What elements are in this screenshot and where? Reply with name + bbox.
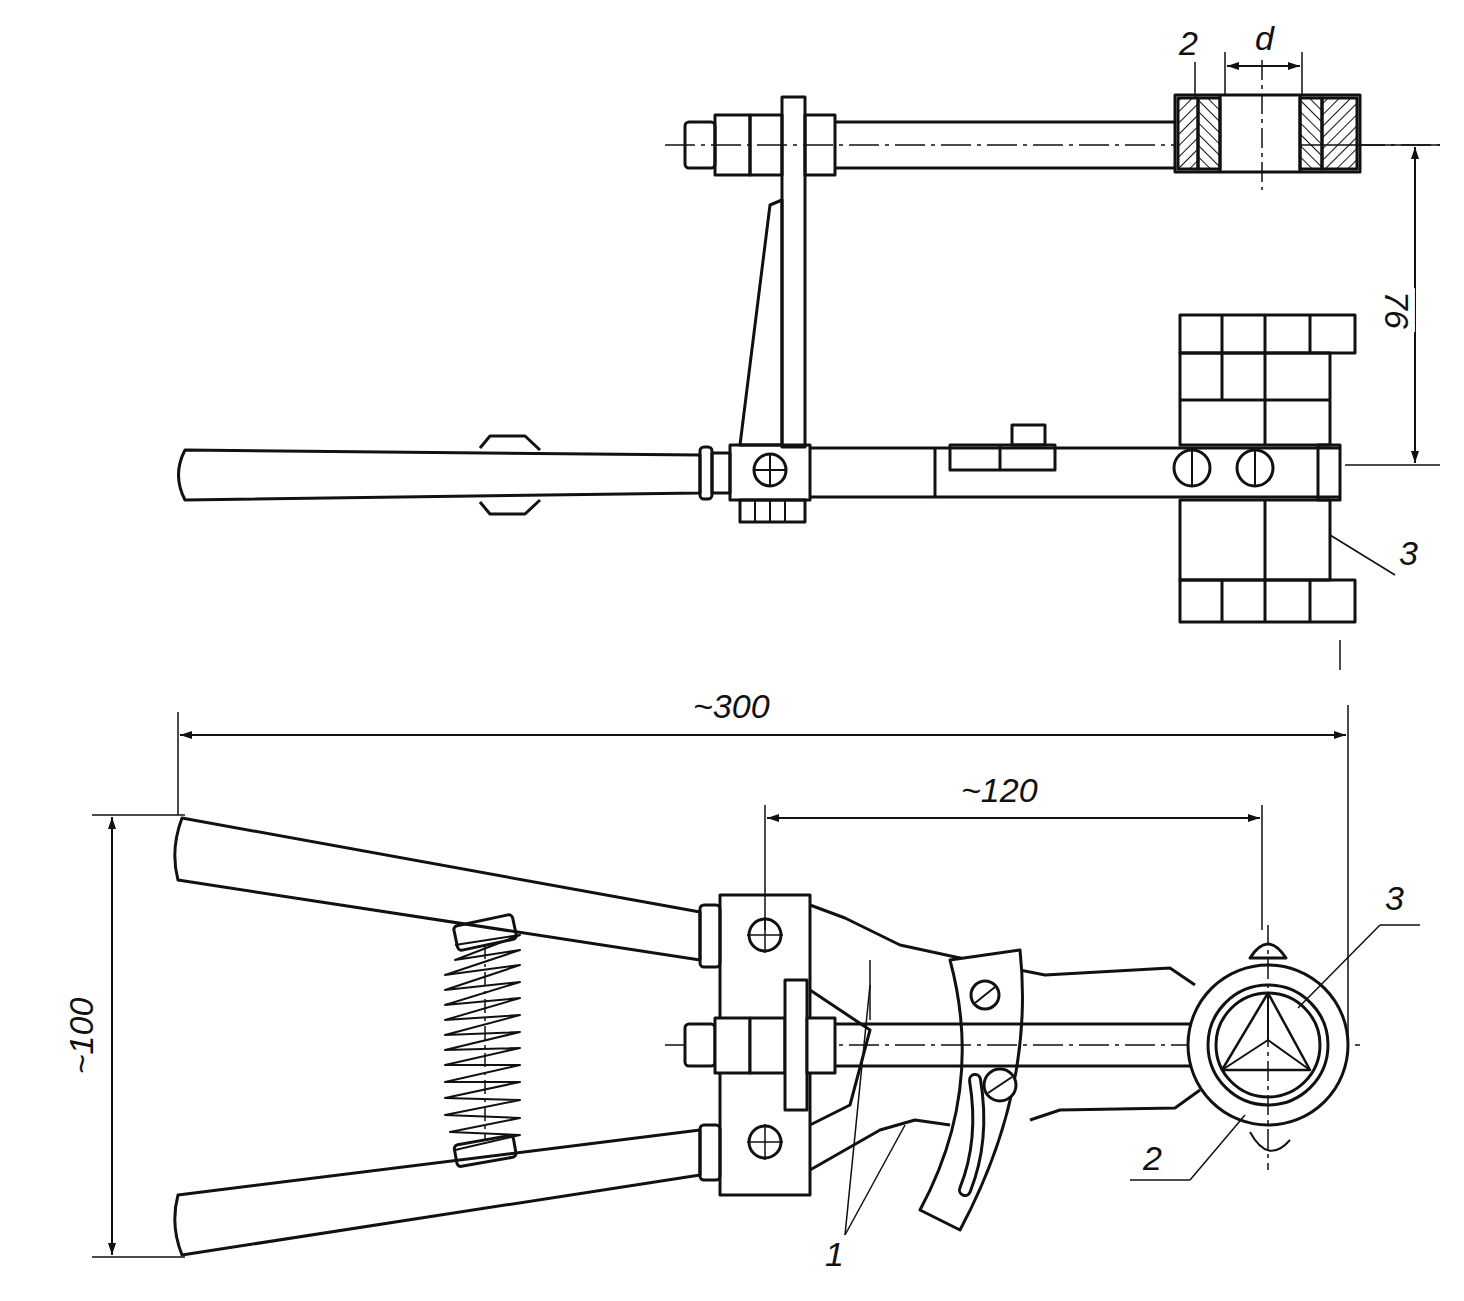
callout-number: 3 bbox=[1396, 535, 1421, 571]
dimension-text: ~120 bbox=[958, 772, 1041, 808]
callout-number: 2 bbox=[1176, 25, 1201, 61]
callout-number: 1 bbox=[822, 1236, 847, 1272]
dimension-text: ~300 bbox=[690, 688, 773, 724]
dimension-text: 76 bbox=[1379, 288, 1415, 332]
callout-number: 2 bbox=[1140, 1140, 1165, 1176]
dimension-text: d bbox=[1252, 20, 1277, 56]
callout-number: 3 bbox=[1382, 880, 1407, 916]
dimension-text: ~100 bbox=[63, 995, 99, 1078]
